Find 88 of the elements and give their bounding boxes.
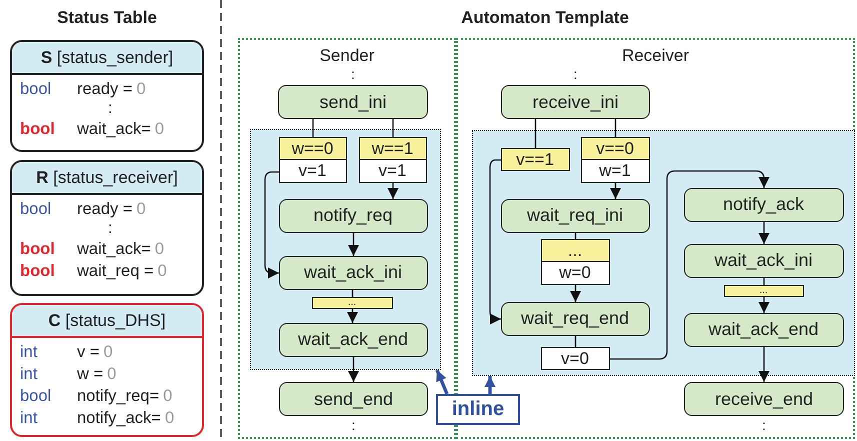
transition-label bbox=[358, 136, 426, 182]
inline-region bbox=[250, 129, 441, 370]
table-header: C [status_DHS] bbox=[48, 311, 166, 330]
connector-line bbox=[534, 119, 536, 148]
state-box: wait_ack_ini bbox=[684, 244, 844, 278]
callout-label: inline bbox=[436, 394, 520, 425]
connector-line bbox=[312, 119, 314, 137]
arrow bbox=[758, 297, 770, 313]
variable-name: notify_ack= bbox=[77, 408, 161, 429]
variable-name: ready = bbox=[77, 199, 132, 220]
ellipsis-mark: : bbox=[108, 100, 112, 117]
guard-condition: ... bbox=[312, 298, 392, 308]
arrow bbox=[484, 376, 496, 394]
arrow bbox=[610, 183, 621, 199]
initial-value: 0 bbox=[107, 364, 116, 385]
status-table bbox=[10, 40, 204, 152]
state-box: wait_req_end bbox=[500, 302, 650, 336]
guard-condition: v==1 bbox=[502, 148, 568, 170]
connector-line bbox=[352, 290, 354, 297]
variable-name: w = bbox=[77, 364, 104, 385]
transition-label bbox=[278, 136, 346, 182]
variable-name: wait_req = bbox=[77, 261, 154, 282]
table-header: S [status_sender] bbox=[40, 48, 174, 67]
state-box: wait_ack_end bbox=[684, 312, 844, 346]
connector-line bbox=[574, 233, 576, 239]
arrow bbox=[610, 170, 770, 360]
status-table bbox=[10, 160, 204, 296]
arrow bbox=[348, 233, 359, 256]
ellipsis-mark: : bbox=[108, 220, 112, 237]
transition-label bbox=[580, 136, 650, 182]
initial-value: 0 bbox=[136, 199, 146, 220]
type-keyword: bool bbox=[20, 79, 52, 100]
connector-line bbox=[614, 119, 616, 137]
arrow bbox=[348, 357, 359, 382]
guard-condition: ... bbox=[542, 240, 608, 261]
arrow bbox=[758, 222, 770, 244]
initial-value: 0 bbox=[163, 386, 172, 407]
arrow bbox=[570, 285, 581, 302]
initial-value: 0 bbox=[103, 342, 113, 363]
initial-value: 0 bbox=[136, 79, 146, 100]
type-keyword: int bbox=[20, 364, 38, 385]
connector-line bbox=[763, 278, 765, 285]
section-heading: Automaton Template bbox=[460, 8, 630, 28]
transition-label bbox=[540, 238, 610, 284]
type-keyword: bool bbox=[20, 386, 52, 407]
type-keyword: bool bbox=[20, 199, 52, 220]
guard-condition: v==0 bbox=[582, 138, 648, 159]
variable-name: wait_ack= bbox=[77, 239, 151, 260]
table-header: R [status_receiver] bbox=[36, 168, 178, 187]
panel-heading: Sender bbox=[318, 46, 376, 66]
type-keyword: bool bbox=[20, 261, 56, 282]
status-table bbox=[10, 303, 204, 437]
arrow bbox=[758, 347, 770, 382]
initial-value: 0 bbox=[164, 408, 174, 429]
variable-name: v = bbox=[77, 342, 100, 363]
state-box: wait_ack_ini bbox=[278, 256, 428, 290]
guard-condition: w==0 bbox=[280, 138, 346, 159]
initial-value: 0 bbox=[154, 119, 164, 140]
guard-condition: ... bbox=[724, 286, 802, 296]
state-box: notify_req bbox=[278, 198, 428, 232]
state-box: receive_end bbox=[684, 382, 844, 416]
variable-name: wait_ack= bbox=[77, 119, 151, 140]
ellipsis-mark: : bbox=[572, 67, 578, 81]
variable-name: notify_req= bbox=[77, 386, 160, 407]
state-box: wait_ack_end bbox=[278, 322, 428, 356]
inline-region bbox=[472, 130, 855, 376]
type-keyword: bool bbox=[20, 239, 56, 260]
panel-heading: Receiver bbox=[620, 46, 690, 66]
arrow bbox=[388, 183, 398, 199]
state-box: wait_req_ini bbox=[500, 198, 650, 232]
connector-line bbox=[392, 119, 394, 137]
type-keyword: int bbox=[20, 408, 38, 429]
initial-value: 0 bbox=[154, 239, 164, 260]
type-keyword: bool bbox=[20, 119, 56, 140]
state-box: send_end bbox=[279, 382, 428, 416]
section-heading: Status Table bbox=[56, 8, 158, 28]
state-box: receive_ini bbox=[501, 85, 650, 119]
variable-name: ready = bbox=[77, 79, 132, 100]
ellipsis-mark: : bbox=[350, 418, 356, 432]
ellipsis-mark: : bbox=[350, 67, 356, 81]
arrow bbox=[347, 309, 358, 323]
guard-condition: w==1 bbox=[360, 138, 426, 159]
initial-value: 0 bbox=[158, 261, 167, 282]
state-box: notify_ack bbox=[684, 188, 844, 222]
state-box: send_ini bbox=[278, 85, 428, 119]
type-keyword: int bbox=[20, 342, 38, 363]
ellipsis-mark: : bbox=[761, 418, 767, 432]
connector-line bbox=[574, 336, 576, 347]
